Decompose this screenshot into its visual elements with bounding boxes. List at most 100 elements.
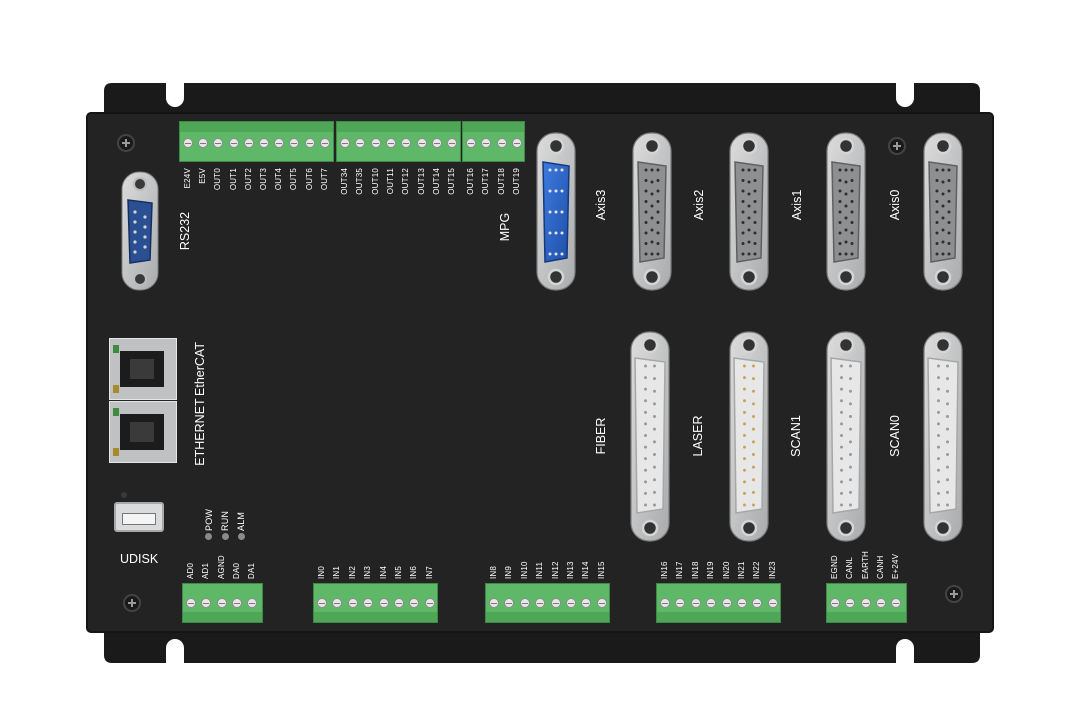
axis2-label: Axis2 xyxy=(692,189,706,221)
pin-label: IN17 xyxy=(675,561,685,579)
mpg-label: MPG xyxy=(498,212,512,242)
scan0-label: SCAN0 xyxy=(888,415,902,457)
pin-label: OUT5 xyxy=(289,168,299,191)
terminal-screw xyxy=(317,598,327,608)
udisk-label: UDISK xyxy=(120,552,159,566)
pin-label: OUT3 xyxy=(259,168,268,191)
fiber-connector xyxy=(630,331,670,542)
terminal-screw xyxy=(511,138,522,148)
pin-label: OUT10 xyxy=(370,168,380,195)
axis0-label: Axis0 xyxy=(888,189,902,221)
pin-label: OUT14 xyxy=(431,168,441,195)
terminal-screw xyxy=(259,138,269,148)
pin-label: IN11 xyxy=(535,561,545,579)
pin-label: OUT34 xyxy=(340,168,349,195)
terminal-screw xyxy=(186,598,196,608)
terminal-screw xyxy=(550,598,561,608)
terminal-screw xyxy=(332,598,343,608)
screw-icon xyxy=(123,594,141,612)
pin-label: E5V xyxy=(198,168,208,184)
pin-label: IN9 xyxy=(504,565,514,579)
terminal-screw xyxy=(860,598,871,608)
terminal-screw xyxy=(213,138,224,148)
pin-label: OUT13 xyxy=(416,168,426,195)
pin-label: OUT1 xyxy=(228,168,238,191)
ethernet-port xyxy=(109,401,177,463)
terminal-screw xyxy=(431,138,442,148)
alm-label: ALM xyxy=(236,511,246,531)
axis0-connector xyxy=(826,132,866,291)
ethernet-label: ETHERNET xyxy=(193,398,207,466)
terminal-screw xyxy=(394,598,404,608)
pin-label: AGND xyxy=(216,555,226,579)
pin-label: OUT0 xyxy=(213,168,223,191)
pin-label: IN2 xyxy=(347,565,357,579)
pin-label: IN20 xyxy=(721,561,731,579)
pin-label: OUT15 xyxy=(447,168,457,195)
pin-label: OUT2 xyxy=(243,168,253,191)
terminal-screw xyxy=(519,598,530,608)
terminal-screw xyxy=(198,138,209,148)
pin-label: IN6 xyxy=(409,565,419,579)
terminal-screw xyxy=(737,598,747,608)
pin-label: E+24V xyxy=(891,553,901,579)
rs232-connector xyxy=(121,171,159,291)
terminal-screw xyxy=(409,598,420,608)
pin-label: AD1 xyxy=(201,562,211,579)
axis2-connector xyxy=(632,132,672,291)
udisk-port xyxy=(114,502,164,532)
pin-label: DA0 xyxy=(231,562,241,579)
axis1-connector xyxy=(729,132,769,291)
terminal-screw xyxy=(385,138,396,148)
rs232-label: RS232 xyxy=(178,211,192,251)
pin-label: CANH xyxy=(875,555,885,579)
pin-label: IN21 xyxy=(737,561,746,579)
pin-label: IN0 xyxy=(317,565,326,579)
axis1-label: Axis1 xyxy=(790,189,804,221)
pin-label: IN5 xyxy=(394,565,403,579)
pin-label: CANL xyxy=(845,556,855,579)
alm-led xyxy=(238,533,245,540)
terminal-screw xyxy=(304,138,315,148)
pin-label: E24V xyxy=(183,168,192,189)
pin-label: OUT11 xyxy=(385,168,395,195)
pin-label: IN15 xyxy=(596,561,606,579)
pin-label: IN22 xyxy=(752,561,762,579)
scan1-connector xyxy=(826,331,866,542)
terminal-screw xyxy=(875,598,886,608)
terminal-screw xyxy=(247,598,258,608)
terminal-screw xyxy=(347,598,358,608)
pin-label: IN23 xyxy=(767,561,777,579)
pin-label: OUT35 xyxy=(355,168,365,195)
pin-label: OUT16 xyxy=(466,168,475,195)
terminal-screw xyxy=(830,598,840,608)
pow-label: POW xyxy=(204,508,214,531)
terminal-screw xyxy=(752,598,763,608)
terminal-screw xyxy=(401,138,412,148)
dsub-connectors xyxy=(536,132,963,542)
terminal-screw xyxy=(675,598,686,608)
pin-label: EGND xyxy=(830,555,839,579)
pin-label: OUT6 xyxy=(304,168,314,191)
terminal-screw xyxy=(228,138,239,148)
pin-label: AD0 xyxy=(186,562,195,579)
terminal-screw xyxy=(183,138,193,148)
terminal-screw xyxy=(496,138,507,148)
pin-label: IN8 xyxy=(489,565,498,579)
terminal-screw xyxy=(355,138,366,148)
pin-label: EARTH xyxy=(860,551,870,579)
pin-label: IN3 xyxy=(363,565,373,579)
terminal-screw xyxy=(566,598,576,608)
terminal-screw xyxy=(363,598,374,608)
laser-connector xyxy=(729,331,769,542)
pin-label: IN1 xyxy=(332,565,342,579)
run-led xyxy=(222,533,229,540)
terminal-screw xyxy=(216,598,227,608)
pin-label: IN14 xyxy=(581,561,591,579)
usb-indicator-dot xyxy=(121,492,127,498)
terminal-screw xyxy=(504,598,515,608)
pin-label: IN19 xyxy=(706,561,716,579)
screw-icon xyxy=(945,585,963,603)
